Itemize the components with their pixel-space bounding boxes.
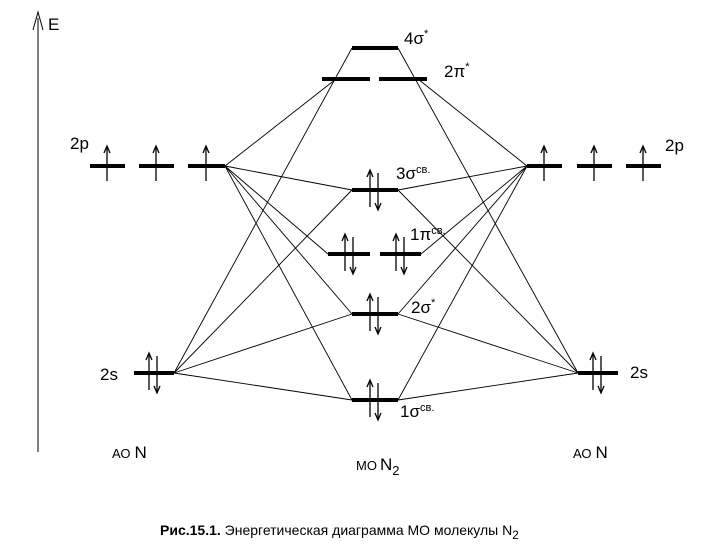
mo-label-1sigma-bonding: 1σсв.	[400, 402, 434, 421]
figure-caption: Рис.15.1. Энергетическая диаграмма МО мо…	[160, 522, 519, 542]
spin-up-arrow-icon	[202, 144, 210, 181]
spin-pair-arrow-icon	[341, 232, 357, 276]
energy-axis-label: E	[48, 15, 59, 34]
figure-caption-prefix: Рис.15.1.	[160, 522, 221, 538]
ao-left-2p-label: 2p	[70, 134, 89, 153]
spin-pair-arrow-icon	[366, 378, 382, 422]
figure-caption-text: Энергетическая диаграмма МО молекулы N	[224, 522, 513, 538]
spin-pair-arrow-icon	[145, 351, 161, 395]
mo-label-1pi-bonding: 1πсв.	[410, 225, 446, 244]
mo-label-2pi-star: 2π*	[444, 61, 470, 81]
ao-right-2s-label: 2s	[630, 363, 648, 382]
energy-axis	[32, 10, 44, 452]
spin-up-arrow-icon	[590, 144, 598, 181]
mo-label-2sigma-star: 2σ*	[411, 297, 436, 317]
spin-pair-arrow-icon	[366, 168, 382, 212]
mo-label-4sigma-star: 4σ*	[404, 28, 429, 48]
figure-caption-subscript: 2	[512, 528, 519, 542]
electron-arrows	[103, 144, 647, 422]
ao-right-2p-label: 2p	[665, 136, 684, 155]
ao-left-2s-label: 2s	[100, 365, 118, 384]
spin-up-arrow-icon	[540, 144, 548, 181]
spin-pair-arrow-icon	[392, 232, 408, 276]
mo-label-3sigma-bonding: 3σсв.	[396, 164, 430, 183]
correlation-lines	[173, 47, 579, 401]
spin-pair-arrow-icon	[589, 351, 605, 395]
spin-up-arrow-icon	[639, 144, 647, 181]
spin-up-arrow-icon	[152, 144, 160, 181]
spin-pair-arrow-icon	[366, 292, 382, 336]
spin-up-arrow-icon	[103, 144, 111, 181]
